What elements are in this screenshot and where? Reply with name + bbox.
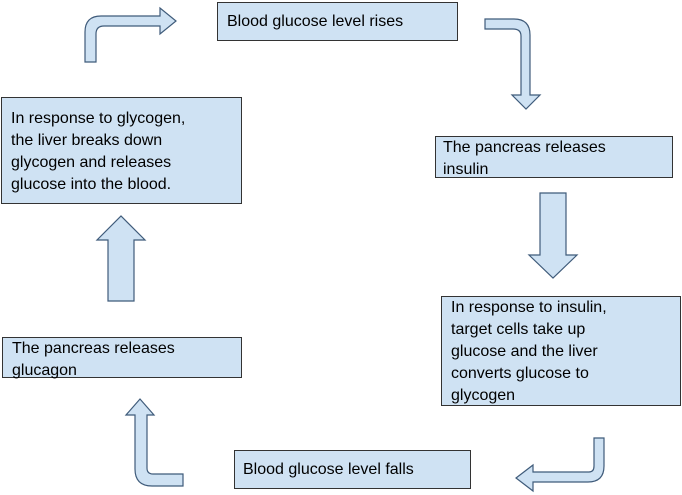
arrow-bend-right-down bbox=[484, 18, 542, 110]
step-pancreas-releases-glucagon: The pancreas releases glucagon bbox=[2, 337, 242, 379]
step-glucose-falls: Blood glucose level falls bbox=[234, 450, 471, 489]
step-response-to-insulin: In response to insulin, target cells tak… bbox=[441, 296, 681, 406]
arrow-up-left bbox=[95, 215, 147, 302]
arrow-bend-left-up bbox=[124, 398, 184, 487]
step-glucose-rises: Blood glucose level rises bbox=[217, 2, 458, 41]
step-response-to-glycogen: In response to glycogen, the liver break… bbox=[1, 97, 242, 204]
arrow-bend-down-left bbox=[515, 437, 605, 493]
step-pancreas-releases-insulin: The pancreas releases insulin bbox=[435, 136, 673, 178]
arrow-bend-up-right bbox=[84, 6, 177, 63]
arrow-down-right bbox=[527, 192, 579, 279]
